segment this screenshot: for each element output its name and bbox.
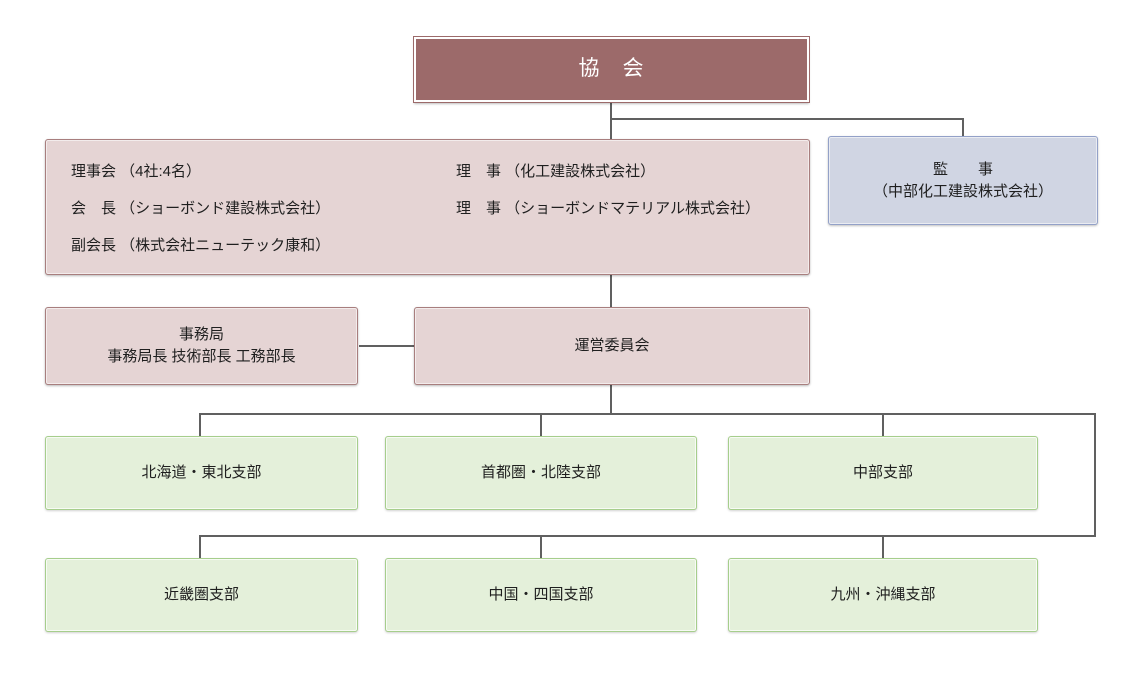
secretariat-members: 事務局長 技術部長 工務部長 (107, 348, 296, 365)
branch-box-kinkiken: 近畿圏支部 (45, 558, 358, 632)
branch-label: 九州・沖縄支部 (830, 586, 936, 604)
branch-box-chubu: 中部支部 (728, 436, 1038, 510)
connector-root-down (610, 103, 612, 140)
drop-row1-branch1 (199, 413, 201, 436)
connector-board-steering (610, 275, 612, 308)
board-left-column: 理事会 （4社:4名） 会 長 （ショーボンド建設株式会社） 副会長 （株式会社… (71, 153, 330, 264)
secretariat-title: 事務局 (178, 326, 224, 344)
connector-secretariat-steering (359, 345, 414, 347)
secretariat-content: 事務局 事務局長 技術部長 工務部長 (107, 324, 295, 368)
board-line-chairman-count: 理事会 （4社:4名） (71, 163, 202, 180)
board-line-director-1: 理 事 （化工建設株式会社） (456, 163, 656, 180)
auditor-box: 監 事 （中部化工建設株式会社） (828, 136, 1098, 225)
auditor-title: 監 事 (932, 160, 993, 178)
board-line-chairman: 会 長 （ショーボンド建設株式会社） (71, 200, 331, 217)
association-label: 協 会 (578, 57, 645, 81)
board-content: 理事会 （4社:4名） 会 長 （ショーボンド建設株式会社） 副会長 （株式会社… (46, 140, 809, 274)
bus2-horizontal (199, 535, 1096, 537)
drop-row1-branch2 (540, 413, 542, 436)
branch-label: 中国・四国支部 (488, 586, 594, 604)
branch-box-hokkaido-tohoku: 北海道・東北支部 (45, 436, 358, 510)
auditor-company: （中部化工建設株式会社） (872, 182, 1053, 200)
branch-box-shutoken-hokuriku: 首都圏・北陸支部 (385, 436, 697, 510)
branch-label: 首都圏・北陸支部 (480, 464, 601, 482)
secretariat-box: 事務局 事務局長 技術部長 工務部長 (45, 307, 358, 385)
connector-bus1-bus2-right (1094, 413, 1096, 537)
connector-steering-bus1 (610, 385, 612, 415)
branch-box-chugoku-shikoku: 中国・四国支部 (385, 558, 697, 632)
branch-label: 北海道・東北支部 (141, 464, 262, 482)
steering-committee-label: 運営委員会 (574, 337, 650, 355)
drop-row2-branch2 (540, 535, 542, 558)
branch-box-kyushu-okinawa: 九州・沖縄支部 (728, 558, 1038, 632)
board-line-vice-chairman: 副会長 （株式会社ニューテック康和） (71, 237, 331, 254)
drop-row2-branch3 (882, 535, 884, 558)
connector-root-auditor-horizontal (610, 118, 964, 120)
branch-label: 近畿圏支部 (163, 586, 239, 604)
association-box: 協 会 (413, 36, 810, 103)
drop-row1-branch3 (882, 413, 884, 436)
connector-auditor-down (962, 118, 964, 136)
branch-label: 中部支部 (852, 464, 913, 482)
steering-committee-box: 運営委員会 (414, 307, 810, 385)
bus1-horizontal (199, 413, 1096, 415)
board-box: 理事会 （4社:4名） 会 長 （ショーボンド建設株式会社） 副会長 （株式会社… (45, 139, 810, 275)
board-right-column: 理 事 （化工建設株式会社） 理 事 （ショーボンドマテリアル株式会社） (456, 153, 760, 227)
drop-row2-branch1 (199, 535, 201, 558)
board-line-director-2: 理 事 （ショーボンドマテリアル株式会社） (456, 200, 761, 217)
auditor-content: 監 事 （中部化工建設株式会社） (873, 159, 1053, 203)
